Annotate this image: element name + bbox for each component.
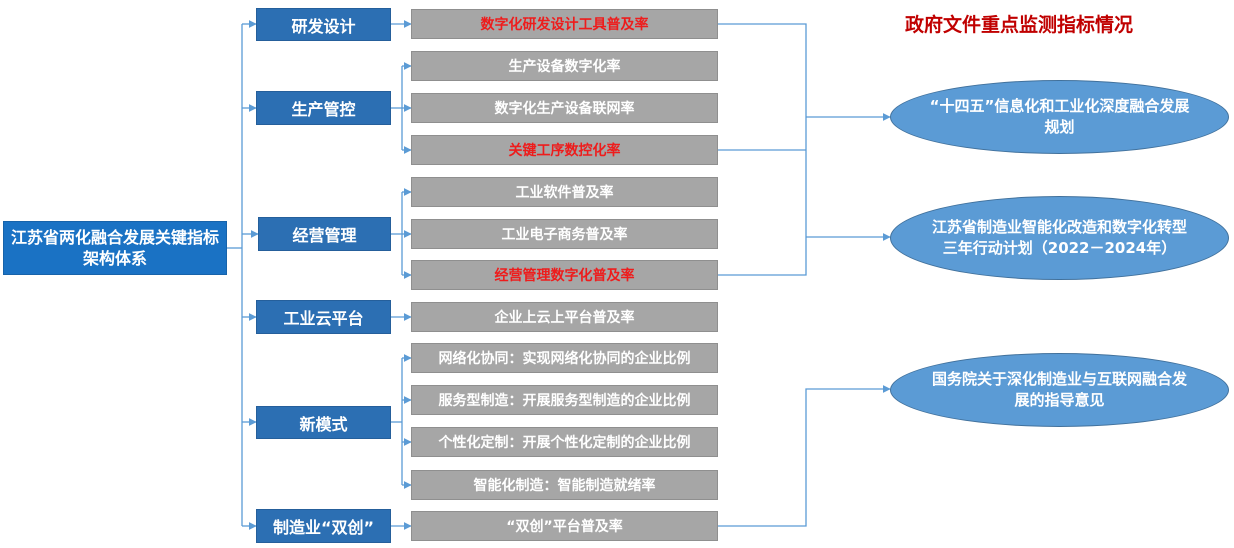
indicator-personalized-customization: 个性化定制：开展个性化定制的企业比例 [411,427,718,457]
document-state-council-guidance: 国务院关于深化制造业与互联网融合发展的指导意见 [890,353,1229,427]
indicator-equipment-network-rate: 数字化生产设备联网率 [411,93,718,123]
indicator-intelligent-manufacturing: 智能化制造：智能制造就绪率 [411,470,718,500]
category-business-management: 经营管理 [258,217,391,251]
indicator-service-manufacturing: 服务型制造：开展服务型制造的企业比例 [411,385,718,415]
indicator-cloud-platform-rate: 企业上云上平台普及率 [411,302,718,332]
indicator-networked-collaboration: 网络化协同：实现网络化协同的企业比例 [411,343,718,373]
category-new-model: 新模式 [256,406,391,439]
indicator-industrial-ecommerce-rate: 工业电子商务普及率 [411,219,718,249]
document-14th-five-year-plan: “十四五”信息化和工业化深度融合发展规划 [890,80,1229,154]
indicator-key-process-nc-rate: 关键工序数控化率 [411,135,718,165]
indicator-industrial-software-rate: 工业软件普及率 [411,177,718,207]
category-production-control: 生产管控 [256,91,391,125]
indicator-equipment-digital-rate: 生产设备数字化率 [411,51,718,81]
indicator-digital-rd-tool-rate: 数字化研发设计工具普及率 [411,9,718,39]
category-manufacturing-innovation: 制造业“双创” [256,509,391,543]
indicator-digital-management-rate: 经营管理数字化普及率 [411,260,718,290]
page-title: 政府文件重点监测指标情况 [905,14,1134,36]
category-industrial-cloud: 工业云平台 [256,300,391,334]
document-jiangsu-action-plan: 江苏省制造业智能化改造和数字化转型三年行动计划（2022－2024年） [890,196,1229,280]
indicator-innovation-platform-rate: “双创”平台普及率 [411,511,718,541]
root-node: 江苏省两化融合发展关键指标架构体系 [3,221,227,275]
category-rd-design: 研发设计 [256,8,391,41]
